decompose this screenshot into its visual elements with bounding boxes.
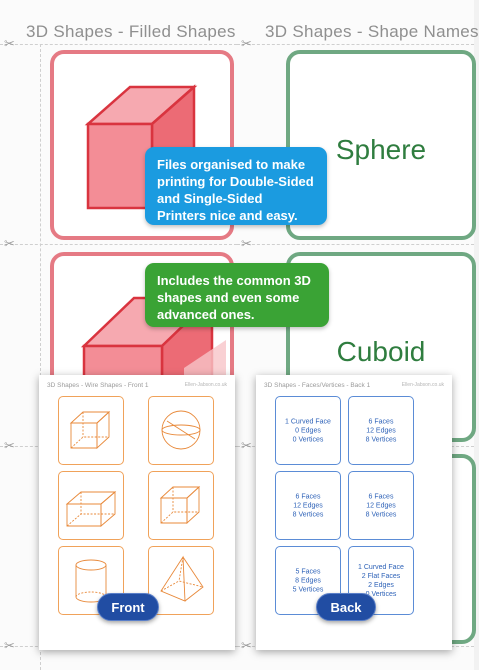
shape-card — [50, 50, 234, 240]
scissors-icon: ✂ — [4, 37, 15, 52]
vertices-line: 0 Vertices — [292, 436, 324, 443]
faces-line: 1 Curved Face — [285, 418, 331, 425]
edges-line: 2 Edges — [368, 581, 394, 589]
edges-line: 12 Edges — [366, 502, 396, 509]
back-preview-sheet: 3D Shapes - Faces/Vertices - Back 1 Elle… — [256, 375, 452, 650]
cube-wire-icon — [159, 485, 201, 525]
scissors-icon: ✂ — [241, 639, 252, 654]
cut-line — [40, 44, 41, 670]
edges-line: 0 Edges — [295, 427, 321, 434]
cut-line — [0, 44, 237, 45]
front-preview-logo: Ellen-Jabson.co.uk — [184, 382, 227, 388]
edges-line: 12 Edges — [366, 427, 396, 434]
faces-line: 1 Curved Face — [358, 563, 404, 571]
faces-card: 6 Faces 12 Edges 8 Vertices — [348, 471, 414, 540]
scissors-icon: ✂ — [241, 439, 252, 454]
front-preview-title: 3D Shapes - Wire Shapes - Front 1 — [47, 382, 149, 389]
name-card-word: Cuboid — [336, 336, 426, 367]
scissors-icon: ✂ — [4, 439, 15, 454]
faces-card: 6 Faces 12 Edges 8 Vertices — [348, 396, 414, 465]
pyramid-wire-icon — [160, 555, 204, 602]
cut-line — [237, 244, 474, 245]
wire-shape-card — [58, 471, 124, 540]
faces-card: 1 Curved Face 2 Flat Faces 2 Edges 0 Ver… — [348, 546, 414, 615]
wire-shape-card — [148, 396, 214, 465]
right-sheet-title: 3D Shapes - Shape Names — [265, 22, 479, 41]
edges-line: 8 Edges — [295, 577, 321, 584]
faces-card: 1 Curved Face 0 Edges 0 Vertices — [275, 396, 341, 465]
back-preview-logo: Ellen-Jabson.co.uk — [401, 382, 444, 388]
vertices-line: 5 Vertices — [292, 586, 324, 593]
back-button[interactable]: Back — [316, 593, 376, 621]
vertices-line: 8 Vertices — [365, 436, 397, 443]
wire-shape-card — [148, 546, 214, 615]
faces-card: 6 Faces 12 Edges 8 Vertices — [275, 471, 341, 540]
wire-shape-card — [148, 471, 214, 540]
left-sheet-title: 3D Shapes - Filled Shapes — [26, 22, 236, 41]
cut-line — [237, 44, 474, 45]
shapes-callout: Includes the common 3D shapes and even s… — [145, 263, 329, 327]
faces-line: 6 Faces — [368, 418, 394, 425]
vertices-line: 8 Vertices — [292, 511, 324, 518]
faces-line: 2 Flat Faces — [361, 572, 401, 580]
vertices-line: 8 Vertices — [365, 511, 397, 518]
faces-line: 5 Faces — [295, 568, 321, 575]
scissors-icon: ✂ — [241, 237, 252, 252]
vertices-line: 0 Vertices — [365, 590, 397, 598]
left-sheet: 3D Shapes - Filled Shapes ✂ ✂ ✂ ✂ — [0, 0, 237, 670]
cube-wire-icon — [69, 410, 111, 450]
scissors-icon: ✂ — [4, 639, 15, 654]
scissors-icon: ✂ — [4, 237, 15, 252]
back-preview-title: 3D Shapes - Faces/Vertices - Back 1 — [264, 382, 371, 389]
faces-line: 6 Faces — [368, 493, 394, 500]
scissors-icon: ✂ — [241, 37, 252, 52]
faces-line: 6 Faces — [295, 493, 321, 500]
edges-line: 12 Edges — [293, 502, 323, 509]
front-button[interactable]: Front — [97, 593, 159, 621]
cuboid-wire-icon — [65, 491, 117, 527]
name-card-word: Sphere — [335, 134, 427, 165]
printing-callout: Files organised to make printing for Dou… — [145, 147, 327, 225]
cut-line — [0, 244, 237, 245]
wire-shape-card — [58, 396, 124, 465]
sphere-wire-icon — [161, 410, 201, 450]
